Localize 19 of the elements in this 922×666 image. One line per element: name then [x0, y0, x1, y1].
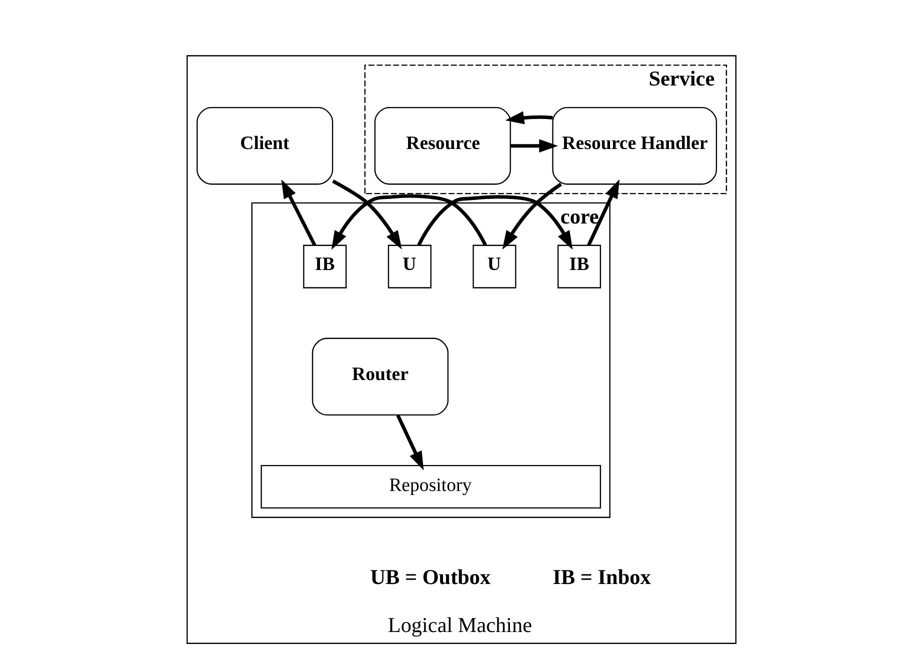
node-box: Repository: [260, 464, 601, 509]
arrow: [504, 111, 552, 124]
arrow: [586, 179, 620, 246]
node-box: U: [472, 244, 516, 288]
node-box: IB: [556, 244, 601, 288]
label: UB = Outbox: [370, 564, 490, 589]
label: IB = Inbox: [552, 564, 650, 589]
arrow: [332, 180, 402, 250]
arrow: [280, 179, 316, 246]
node-box: Resource: [374, 106, 510, 185]
node-box: IB: [302, 244, 346, 288]
node-box: Router: [311, 338, 448, 416]
arrow: [416, 195, 572, 250]
arrow: [510, 139, 558, 152]
node-box: U: [387, 244, 431, 288]
arrow: [396, 414, 424, 470]
node-box: Resource Handler: [552, 106, 717, 185]
node-box: Client: [196, 106, 333, 185]
arrow: [330, 194, 486, 250]
